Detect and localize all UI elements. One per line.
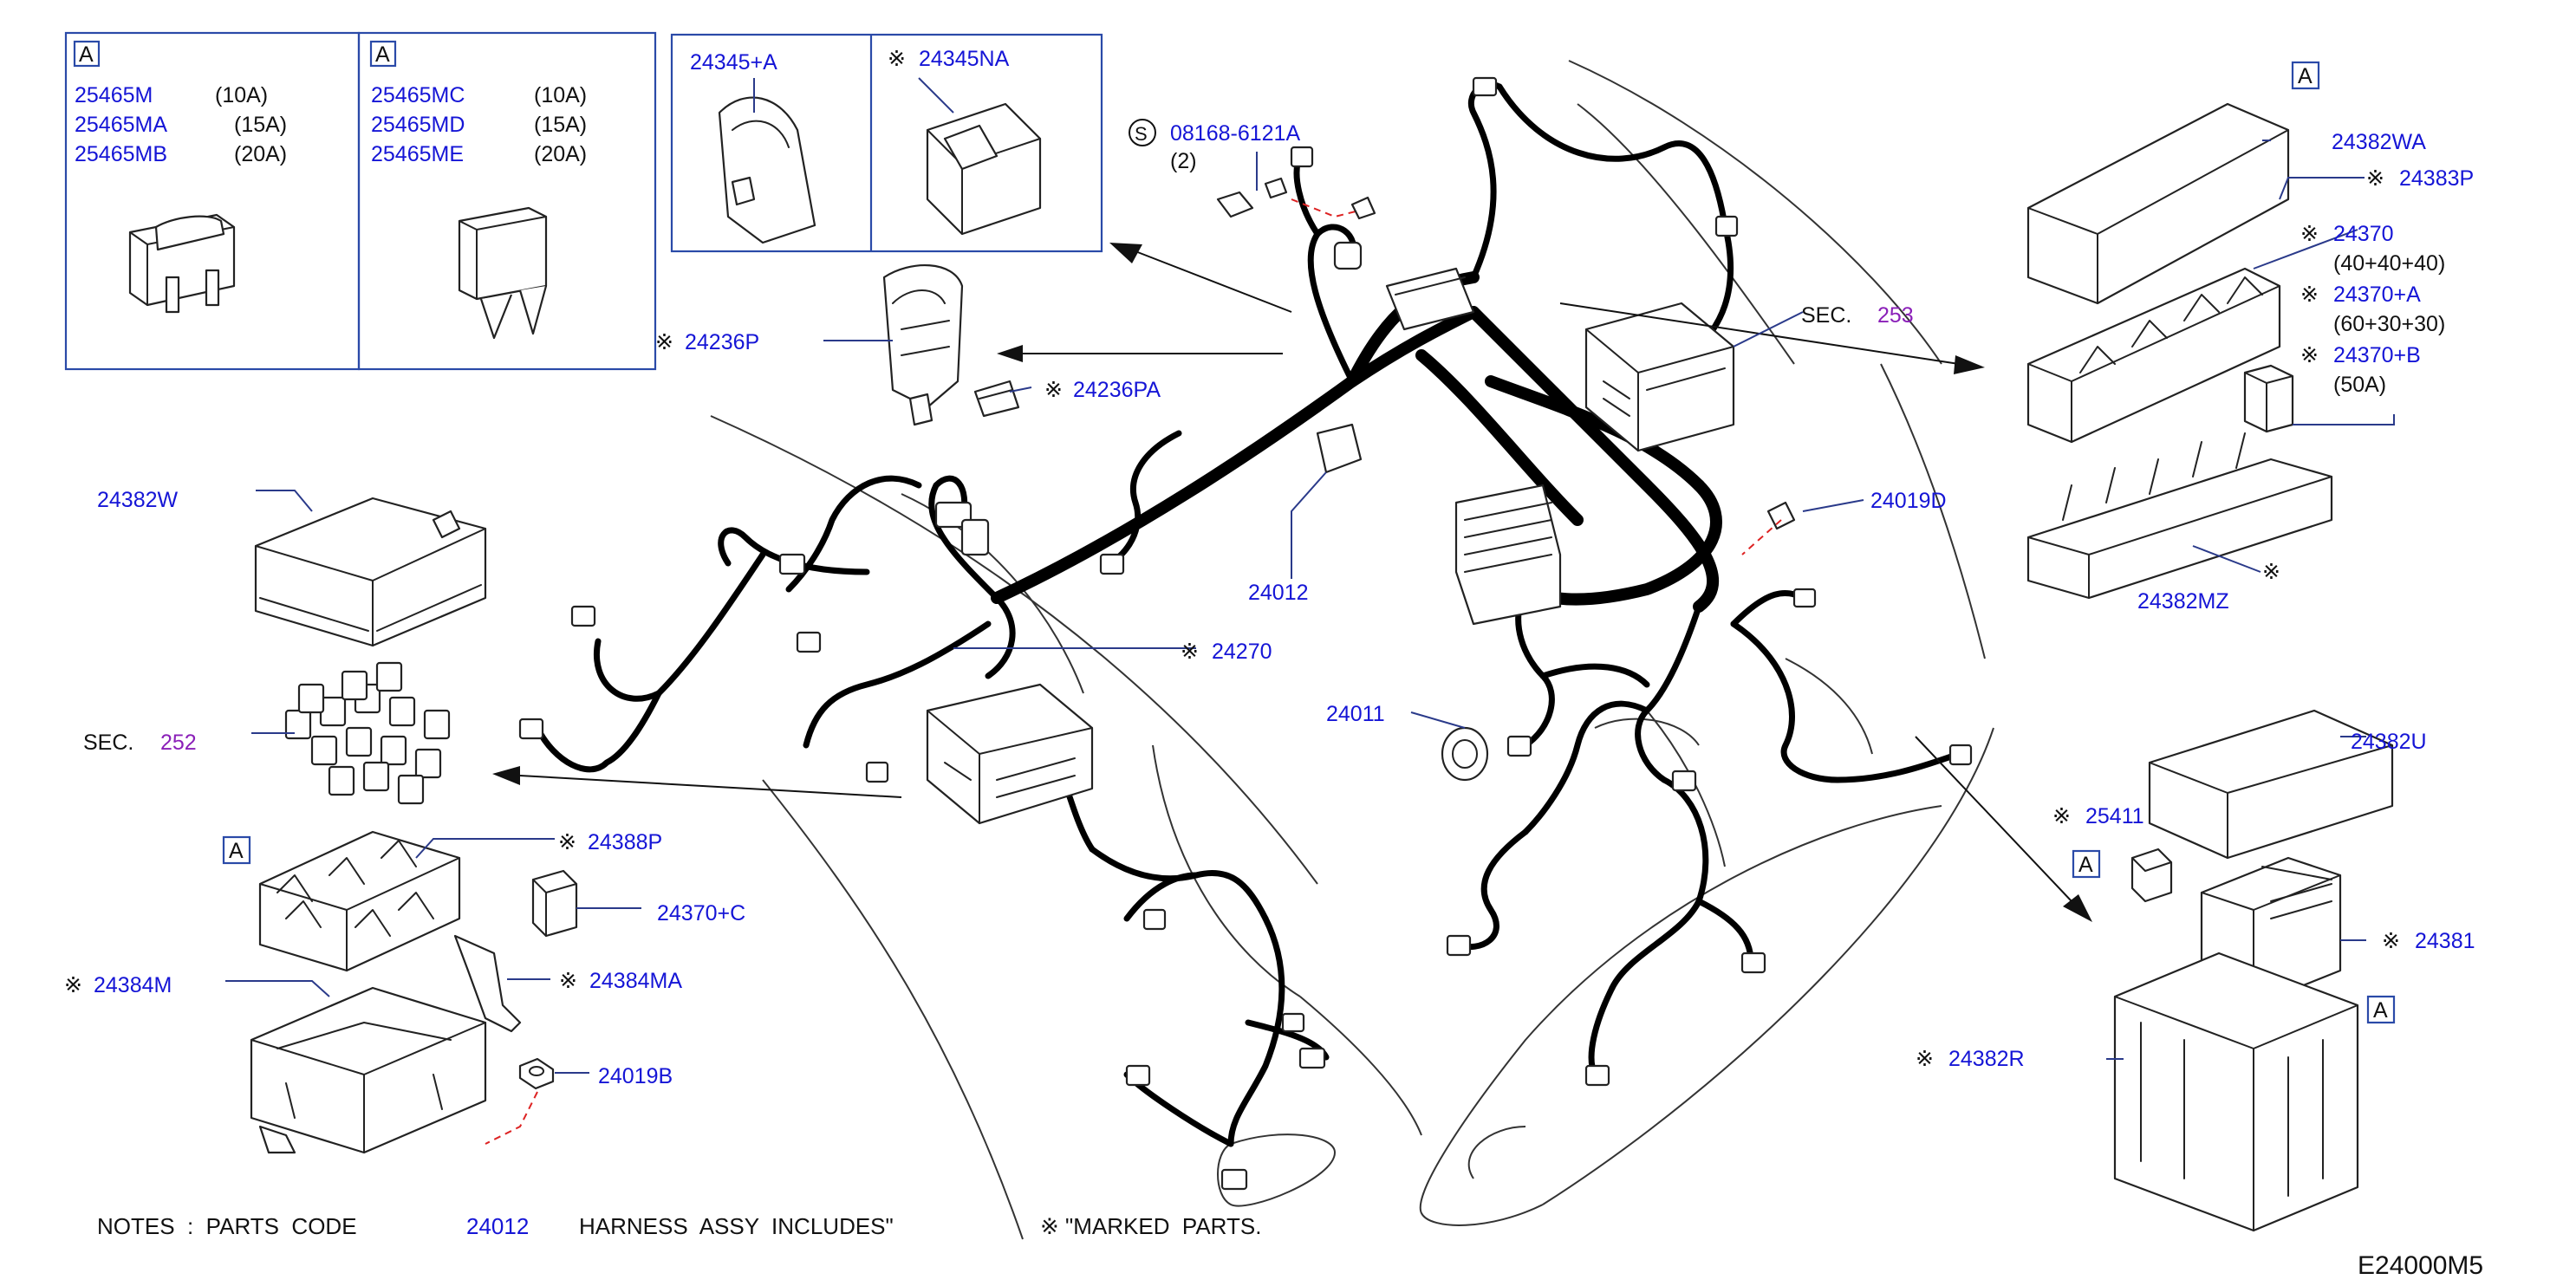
fuse-left-part-2[interactable]: 25465MA: [75, 113, 167, 137]
fuse-right-part-1[interactable]: 25465MC: [371, 83, 465, 107]
fuse-left-part-3[interactable]: 25465MB: [75, 142, 167, 166]
notes-prefix: NOTES : PARTS CODE: [97, 1213, 357, 1239]
fuse-left-amp-3: (20A): [234, 142, 287, 166]
part-24370[interactable]: 24370: [2333, 222, 2394, 246]
screw-quantity: (2): [1170, 149, 1197, 173]
ref-mark-24381: ※: [2382, 929, 2400, 953]
part-24011[interactable]: 24011: [1326, 702, 1385, 726]
part-24345NA[interactable]: 24345NA: [919, 47, 1010, 71]
part-24384MA[interactable]: 24384MA: [589, 969, 682, 993]
right-fuse-box-parts: [2026, 102, 2394, 1232]
sec-252-link[interactable]: 252: [160, 731, 197, 755]
fuse-box-group: [64, 31, 657, 371]
left-relay-box-parts: [250, 497, 578, 1154]
fuse-right-amp-3: (20A): [534, 142, 587, 166]
flower-mark-24270: ※: [1181, 640, 1199, 664]
fuse-right-part-2[interactable]: 25465MD: [371, 113, 465, 137]
part-24382WA[interactable]: 24382WA: [2332, 130, 2426, 154]
spec-24370B: (50A): [2333, 373, 2386, 397]
part-24382MZ[interactable]: 24382MZ: [2137, 589, 2229, 614]
terminal-cover-group: [670, 33, 1103, 253]
notes-middle: HARNESS ASSY INCLUDES": [579, 1213, 894, 1239]
flower-mark-24236PA: ※: [1044, 378, 1063, 402]
part-labels: ※ 24236P ※ 24236PA 24382W SEC. 252 A ※ 2…: [64, 61, 2475, 1088]
part-24383P[interactable]: 24383P: [2399, 166, 2474, 191]
fuse-right-amp-1: (10A): [534, 83, 587, 107]
pointer-arrows: [492, 243, 2092, 922]
ref-mark-24382R: ※: [1916, 1047, 1934, 1071]
notes-part-code[interactable]: 24012: [466, 1213, 529, 1239]
part-24019B[interactable]: 24019B: [598, 1064, 673, 1088]
notes-suffix: ※ "MARKED PARTS.: [1040, 1213, 1261, 1239]
part-24382W[interactable]: 24382W: [97, 488, 179, 512]
diagram-code: E24000M5: [2358, 1251, 2483, 1280]
part-24370A[interactable]: 24370+A: [2333, 283, 2421, 307]
vehicle-body-outline: [710, 60, 1994, 1240]
spec-24370A: (60+30+30): [2333, 312, 2445, 336]
screw-circle-s: S: [1135, 123, 1148, 145]
flower-mark-24388P: ※: [558, 830, 576, 854]
relay-bracket-24236P: [882, 263, 1020, 426]
leader-lines: [225, 77, 2395, 1074]
part-24345A[interactable]: 24345+A: [690, 50, 777, 75]
part-24382U[interactable]: 24382U: [2351, 730, 2427, 754]
box-a-marker-top-right: A: [2298, 64, 2313, 88]
part-24270[interactable]: 24270: [1212, 640, 1272, 664]
part-25411[interactable]: 25411: [2085, 804, 2144, 828]
fuse-right-amp-2: (15A): [534, 113, 587, 137]
ref-mark-24370: ※: [2300, 222, 2319, 246]
part-24236PA[interactable]: 24236PA: [1073, 378, 1161, 402]
main-wiring-harness: [534, 81, 1962, 1147]
part-24381[interactable]: 24381: [2415, 929, 2475, 953]
part-24236P[interactable]: 24236P: [685, 330, 759, 354]
screw-label: S 08168-6121A (2): [1129, 119, 1300, 173]
flower-mark-24384MA: ※: [559, 969, 577, 993]
part-24382R[interactable]: 24382R: [1948, 1047, 2025, 1071]
ref-mark-24382MZ: ※: [2262, 560, 2280, 584]
part-24019D[interactable]: 24019D: [1870, 489, 1947, 513]
notes-line: NOTES : PARTS CODE 24012 HARNESS ASSY IN…: [97, 1213, 1261, 1239]
part-24388P[interactable]: 24388P: [588, 830, 662, 854]
fuse-left-amp-2: (15A): [234, 113, 287, 137]
flower-mark-24236P: ※: [655, 330, 673, 354]
ref-mark-25411: ※: [2052, 804, 2071, 828]
fuse-box-right-labels: A 25465MC (10A) 25465MD (15A) 25465ME (2…: [369, 40, 587, 166]
fuse-box-left-labels: A 25465M (10A) 25465MA (15A) 25465MB (20…: [73, 40, 287, 166]
part-08168-6121A[interactable]: 08168-6121A: [1170, 121, 1300, 146]
box-a-marker-right-2: A: [2373, 998, 2388, 1023]
box-a-marker-right-1: A: [2078, 853, 2093, 877]
part-24012[interactable]: 24012: [1248, 581, 1309, 605]
fuse-left-amp-1: (10A): [215, 83, 268, 107]
harness-components: [518, 76, 1973, 1191]
reference-mark: ※: [888, 47, 906, 71]
fuse-box-right-marker: A: [375, 42, 390, 67]
ref-mark-24370B: ※: [2300, 343, 2319, 367]
part-24370B[interactable]: 24370+B: [2333, 343, 2421, 367]
sec-253-link[interactable]: 253: [1877, 303, 1914, 328]
fuse-left-part-1[interactable]: 25465M: [75, 83, 153, 107]
part-24384M[interactable]: 24384M: [94, 973, 172, 997]
spec-24370: (40+40+40): [2333, 251, 2445, 276]
sec-253-prefix: SEC.: [1801, 303, 1851, 328]
sec-252-prefix: SEC.: [83, 731, 133, 755]
fuse-box-left-marker: A: [79, 42, 94, 67]
box-a-marker-left: A: [229, 839, 244, 863]
ref-mark-24383P: ※: [2366, 166, 2384, 191]
part-24370C[interactable]: 24370+C: [657, 901, 745, 926]
ref-mark-24370A: ※: [2300, 283, 2319, 307]
terminal-box-labels: 24345+A ※ 24345NA: [690, 47, 1010, 75]
flower-mark-24384M: ※: [64, 973, 82, 997]
fuse-right-part-3[interactable]: 25465ME: [371, 142, 464, 166]
